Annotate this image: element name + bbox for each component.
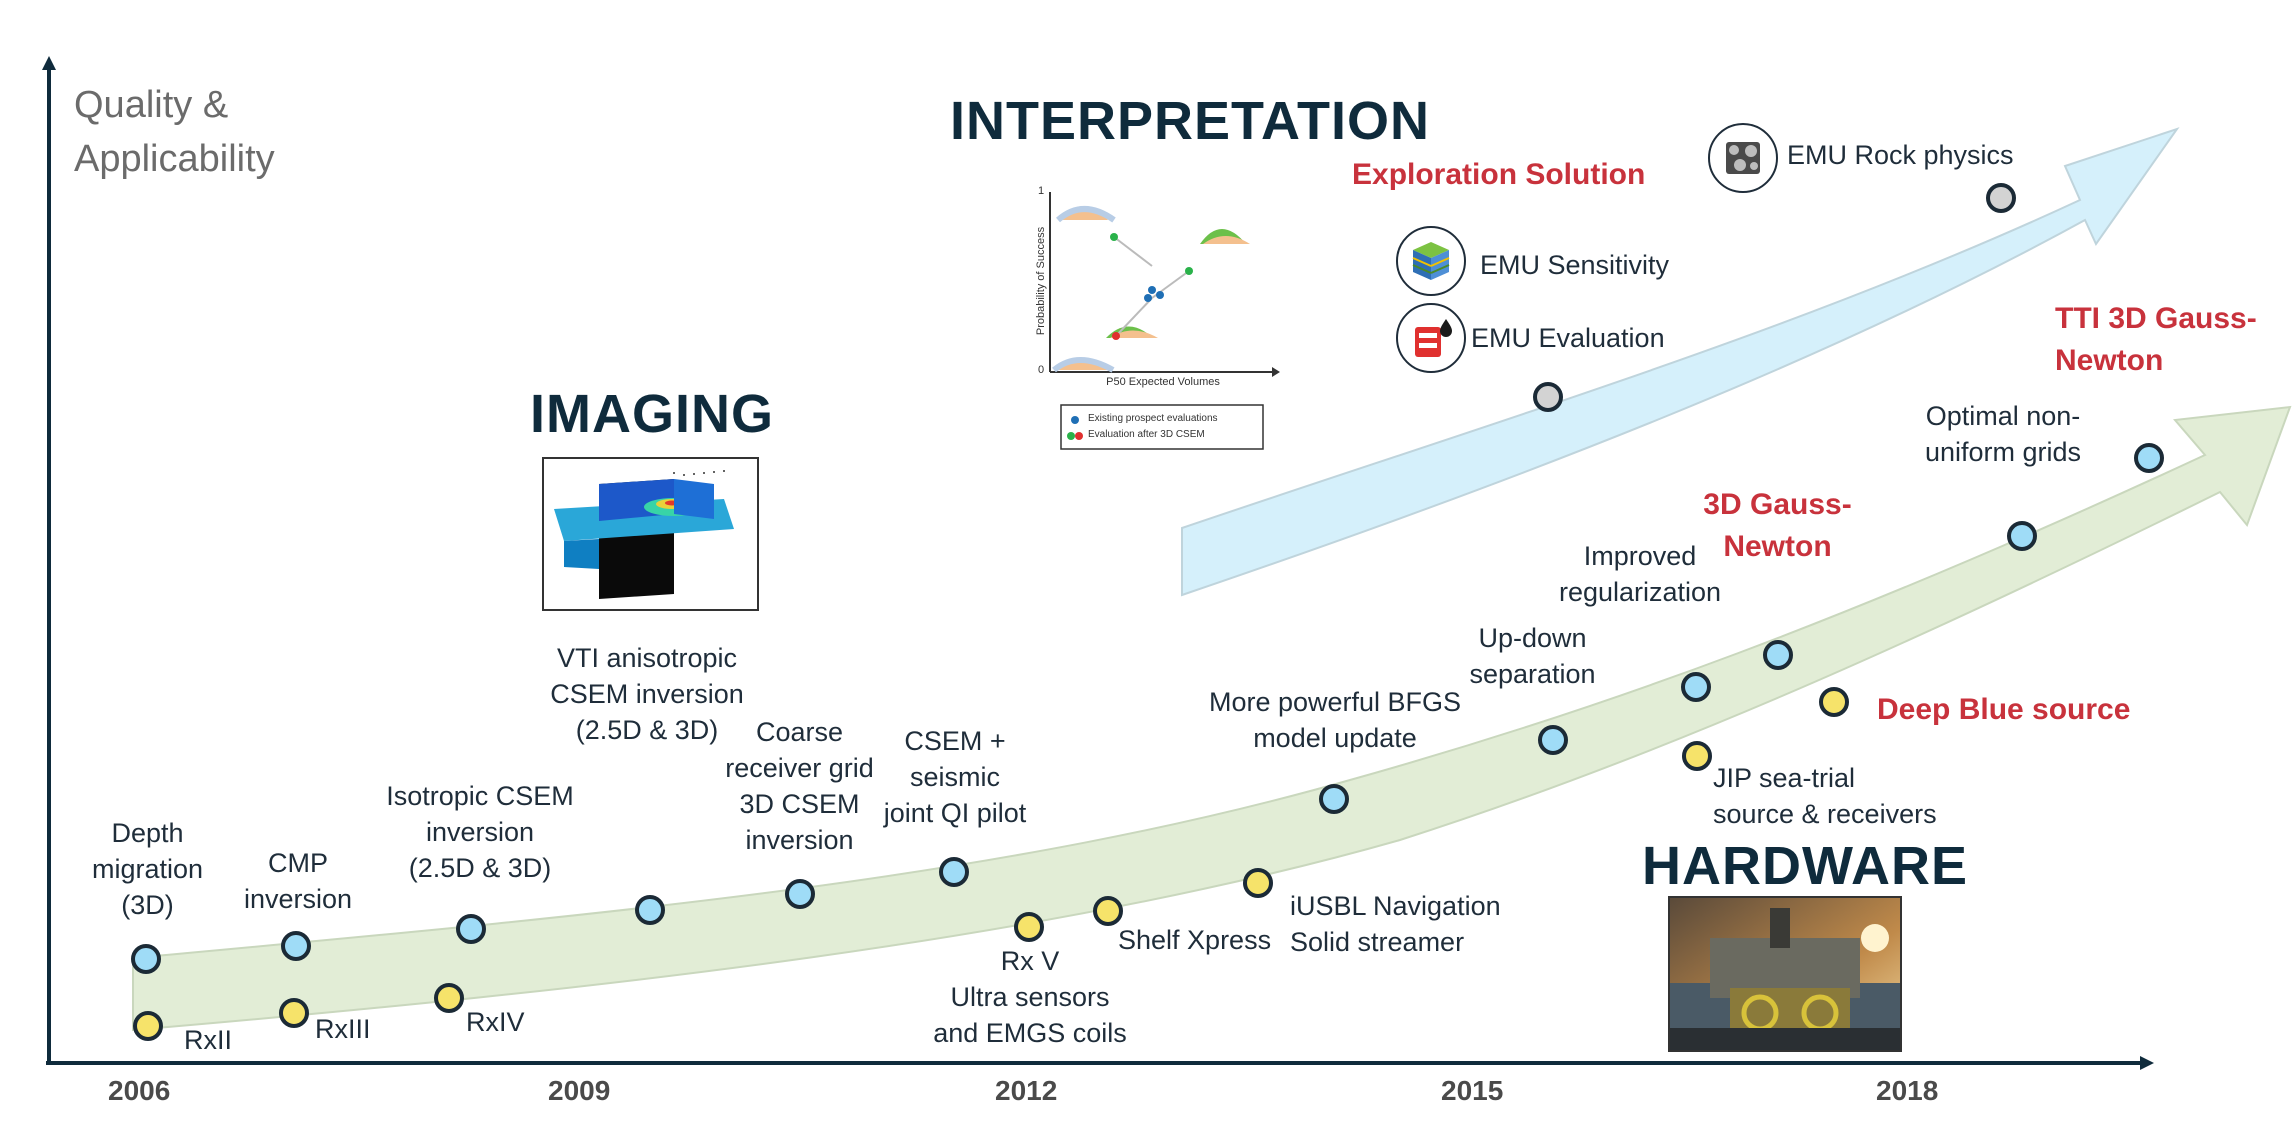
y-axis-title: Quality & Applicability: [74, 84, 275, 180]
marker-emu-rock-physics: [1986, 183, 2016, 213]
marker-vti-anisotropic: [635, 895, 665, 925]
heading-hardware: HARDWARE: [1642, 836, 1968, 896]
hardware-markers: [133, 687, 1849, 1041]
label-deep-blue: Deep Blue source: [1877, 693, 2131, 726]
marker-csem-seismic: [939, 857, 969, 887]
label-tti-gauss-newton: TTI 3D Gauss-Newton: [2055, 302, 2257, 377]
interpretation-markers: [1533, 183, 2016, 412]
label-3d-gauss-newton: 3D Gauss-Newton: [1703, 488, 1852, 563]
label-emu-sensitivity: EMU Sensitivity: [1480, 250, 1670, 280]
inset-y-tick-bottom: 0: [1038, 364, 1045, 376]
marker-rxiv: [434, 983, 464, 1013]
heading-imaging: IMAGING: [530, 384, 774, 444]
marker-3d-gauss-newton: [1763, 640, 1793, 670]
marker-emu-evaluation: [1533, 382, 1563, 412]
inset-y-tick-top: 1: [1038, 185, 1045, 197]
label-rxiv: RxIV: [466, 1007, 525, 1037]
hardware-photo: [1668, 896, 1902, 1052]
inset-y-label: Probability of Success: [1035, 226, 1047, 336]
inset-legend-after: Evaluation after 3D CSEM: [1088, 429, 1205, 440]
year-2009: 2009: [548, 1075, 611, 1106]
heading-interpretation: INTERPRETATION: [950, 91, 1430, 151]
inset-x-label: P50 Expected Volumes: [1106, 376, 1220, 388]
emu-sensitivity-icon: [1396, 226, 1466, 296]
marker-shelf-xpress: [1093, 896, 1123, 926]
label-exploration-solution: Exploration Solution: [1352, 158, 1646, 191]
label-emu-evaluation: EMU Evaluation: [1471, 323, 1665, 353]
marker-iusbl: [1243, 868, 1273, 898]
emu-evaluation-icon: [1396, 303, 1466, 373]
marker-isotropic-csem: [456, 914, 486, 944]
year-2015: 2015: [1441, 1075, 1504, 1106]
marker-up-down: [1538, 725, 1568, 755]
year-2006: 2006: [108, 1075, 171, 1106]
marker-depth-migration: [131, 944, 161, 974]
marker-rxii: [133, 1011, 163, 1041]
marker-rxiii: [279, 998, 309, 1028]
marker-deep-blue: [1819, 687, 1849, 717]
year-2018: 2018: [1876, 1075, 1939, 1106]
marker-improved-reg: [1681, 672, 1711, 702]
year-2012: 2012: [995, 1075, 1058, 1106]
label-optimal-grids: Optimal non-uniform grids: [1924, 401, 2082, 467]
imaging-markers: [131, 443, 2164, 974]
label-rxiii: RxIII: [315, 1014, 371, 1044]
label-emu-rock-physics: EMU Rock physics: [1787, 140, 2014, 170]
inset-legend-existing: Existing prospect evaluations: [1088, 413, 1218, 424]
marker-coarse-grid: [785, 879, 815, 909]
marker-cmp-inversion: [281, 931, 311, 961]
label-shelf-xpress: Shelf Xpress: [1118, 925, 1272, 955]
marker-rxv: [1014, 912, 1044, 942]
imaging-3d-image: [542, 457, 759, 611]
interpretation-arrow: [1181, 127, 2180, 597]
emu-rock-physics-icon: [1708, 123, 1778, 193]
inset-pos-chart: 1 0 Probability of Success P50 Expected …: [1028, 180, 1290, 455]
marker-optimal-grids: [2007, 521, 2037, 551]
marker-bfgs: [1319, 784, 1349, 814]
marker-jip: [1682, 741, 1712, 771]
label-rxii: RxII: [184, 1025, 233, 1055]
marker-tti-gauss-newton: [2134, 443, 2164, 473]
